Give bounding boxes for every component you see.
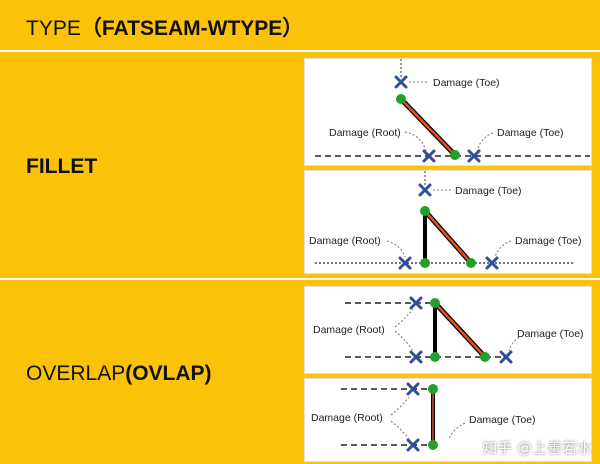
watermark: 知乎 @上善若水 xyxy=(482,439,592,457)
header-row: TYPE（FATSEAM-WTYPE） xyxy=(0,0,600,50)
page-title: TYPE（FATSEAM-WTYPE） xyxy=(26,17,304,40)
overlap-diagram-1: Damage (Root) Damage (Toe) xyxy=(304,286,592,374)
fillet-label: FILLET xyxy=(26,155,98,178)
fillet-row: FILLET Damage (Toe) Damage (R xyxy=(0,52,600,278)
damage-root-label: Damage (Root) xyxy=(329,127,401,139)
overlap-diagram-1-svg: Damage (Root) Damage (Toe) xyxy=(313,296,584,364)
overlap-diagram-2-svg: Damage (Root) Damage (Toe) xyxy=(311,382,536,452)
fillet-diagram-2-svg: Damage (Toe) Damage (Root) Damage (Toe) xyxy=(309,171,582,270)
fillet-diagram-2: Damage (Toe) Damage (Root) Damage (Toe) xyxy=(304,170,592,274)
overlap-diagrams: Damage (Root) Damage (Toe) Damage xyxy=(296,280,600,464)
fillet-diagram-1-svg: Damage (Toe) Damage (Root) Damage (Toe) xyxy=(315,59,590,163)
overlap-label: OVERLAP(OVLAP) xyxy=(26,362,212,385)
fillet-diagrams: Damage (Toe) Damage (Root) Damage (Toe) xyxy=(296,52,600,278)
damage-root-label: Damage (Root) xyxy=(309,235,381,247)
fillet-label-cell: FILLET xyxy=(0,52,294,278)
overlap-diagram-2: Damage (Root) Damage (Toe) xyxy=(304,378,592,462)
damage-toe-label: Damage (Toe) xyxy=(517,328,584,340)
damage-root-label: Damage (Root) xyxy=(313,324,385,336)
damage-toe-label: Damage (Toe) xyxy=(433,77,500,89)
damage-toe-label: Damage (Toe) xyxy=(515,235,582,247)
damage-root-label: Damage (Root) xyxy=(311,412,383,424)
damage-toe-label: Damage (Toe) xyxy=(469,414,536,426)
overlap-row: OVERLAP(OVLAP) xyxy=(0,280,600,464)
overlap-label-cell: OVERLAP(OVLAP) xyxy=(0,280,294,464)
fillet-diagram-1: Damage (Toe) Damage (Root) Damage (Toe) xyxy=(304,58,592,166)
damage-toe-label: Damage (Toe) xyxy=(497,127,564,139)
damage-toe-label: Damage (Toe) xyxy=(455,185,522,197)
